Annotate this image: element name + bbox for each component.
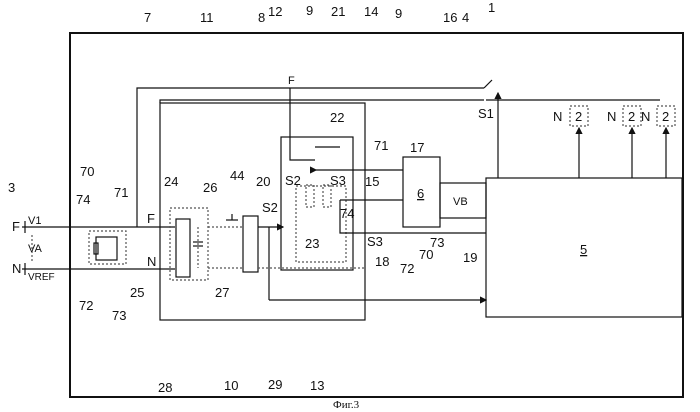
ref-7: 7 xyxy=(144,10,151,25)
ref-70a: 70 xyxy=(80,164,94,179)
ref-8: 8 xyxy=(258,10,265,25)
ref-74a: 74 xyxy=(76,192,90,207)
ref-20: 20 xyxy=(256,174,270,189)
label-vb: VB xyxy=(453,196,468,208)
ref-14: 14 xyxy=(364,4,378,19)
label-n-inner: N xyxy=(147,254,156,269)
ref-12: 12 xyxy=(268,4,282,19)
ref-9a: 9 xyxy=(306,3,313,18)
ref-21: 21 xyxy=(331,4,345,19)
ref-15: 15 xyxy=(365,174,379,189)
box-23 xyxy=(296,186,346,262)
label-f-inner: F xyxy=(147,211,155,226)
ref-72b: 72 xyxy=(400,261,414,276)
box-29 xyxy=(243,216,258,272)
label-n2: N xyxy=(607,109,616,124)
ref-71b: 71 xyxy=(374,138,388,153)
ref-5: 5 xyxy=(580,242,587,257)
load-2a: 2 xyxy=(575,109,582,124)
ref-72a: 72 xyxy=(79,298,93,313)
switch-s1 xyxy=(484,80,492,88)
ref-10: 10 xyxy=(224,378,238,393)
label-s2b: S2 xyxy=(285,173,301,188)
ref-19: 19 xyxy=(463,250,477,265)
label-s1: S1 xyxy=(478,106,494,121)
ref-22: 22 xyxy=(330,110,344,125)
ref-73a: 73 xyxy=(112,308,126,323)
label-s3b: S3 xyxy=(367,234,383,249)
ref-24: 24 xyxy=(164,174,178,189)
ref-28: 28 xyxy=(158,380,172,395)
ref-18: 18 xyxy=(375,254,389,269)
label-s3a: S3 xyxy=(330,173,346,188)
load-2b: 2 xyxy=(628,109,635,124)
ref-9b: 9 xyxy=(395,6,402,21)
ref-29: 29 xyxy=(268,377,282,392)
ref-3: 3 xyxy=(8,180,15,195)
label-n3: N xyxy=(641,109,650,124)
label-n-left: N xyxy=(12,261,21,276)
label-f-top: F xyxy=(288,75,295,87)
ref-44: 44 xyxy=(230,168,244,183)
load-2c: 2 xyxy=(662,109,669,124)
label-vref: VREF xyxy=(28,272,55,283)
ref-4: 4 xyxy=(462,10,469,25)
ref-26: 26 xyxy=(203,180,217,195)
figure-caption: Фиг.3 xyxy=(333,399,360,411)
ref-11: 11 xyxy=(200,10,214,25)
ref-74b: 74 xyxy=(340,206,354,221)
label-va: VA xyxy=(28,243,43,255)
ref-23: 23 xyxy=(305,236,319,251)
ref-13: 13 xyxy=(310,378,324,393)
ref-27: 27 xyxy=(215,285,229,300)
ref-17: 17 xyxy=(410,140,424,155)
ref-73b: 73 xyxy=(430,235,444,250)
ref-71a: 71 xyxy=(114,185,128,200)
label-f-left: F xyxy=(12,219,20,234)
ref-6: 6 xyxy=(417,186,424,201)
ref-1: 1 xyxy=(488,0,495,15)
label-n1: N xyxy=(553,109,562,124)
label-v1: V1 xyxy=(28,215,41,227)
ref-16: 16 xyxy=(443,10,457,25)
label-s2a: S2 xyxy=(262,200,278,215)
ref-25: 25 xyxy=(130,285,144,300)
